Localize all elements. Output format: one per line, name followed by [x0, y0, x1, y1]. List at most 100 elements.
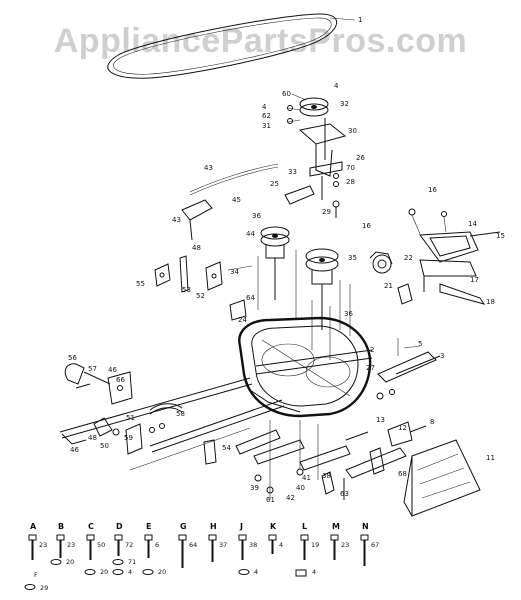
- hw-extra-71: 71: [128, 558, 136, 566]
- callouts: 1 4 60 32 4 62 31 30 26 70 28 33 43 25 2…: [68, 16, 505, 504]
- hardware-letter: C: [88, 522, 94, 531]
- callout-35: 35: [348, 254, 357, 262]
- callout-41: 41: [302, 474, 311, 482]
- hardware-item-h[interactable]: H37: [208, 522, 227, 562]
- callout-40: 40: [296, 484, 305, 492]
- callout-11: 11: [486, 454, 495, 462]
- callout-14: 14: [468, 220, 477, 228]
- callout-50: 50: [100, 442, 109, 450]
- idler-pulley[interactable]: [299, 97, 329, 117]
- spindle-pulley-right[interactable]: [305, 248, 339, 330]
- hw-extra-4b: 4: [254, 568, 258, 576]
- hardware-item-g[interactable]: G64: [178, 522, 197, 568]
- bracket-55[interactable]: [154, 263, 171, 287]
- hardware-item-n[interactable]: N67: [360, 522, 379, 566]
- bolt-head: [360, 534, 369, 541]
- hardware-number: 4: [279, 541, 283, 549]
- hw-extra-F: F: [34, 571, 38, 579]
- callout-3: 3: [440, 352, 444, 360]
- hw-extra-20c: 20: [158, 568, 166, 576]
- hardware-item-j[interactable]: J 38: [238, 522, 257, 560]
- tensioner-pulley[interactable]: [369, 251, 393, 274]
- callout-53: 53: [182, 286, 191, 294]
- link-56[interactable]: [64, 363, 85, 385]
- idler-bracket[interactable]: [298, 118, 347, 177]
- drive-belt[interactable]: [107, 13, 338, 79]
- hw-extra-29: 29: [40, 584, 48, 592]
- callout-33: 33: [288, 168, 297, 176]
- callout-4b: 4: [262, 103, 267, 111]
- callout-1: 1: [358, 16, 362, 24]
- hardware-number: 19: [311, 541, 319, 549]
- callout-46: 46: [108, 366, 117, 374]
- hardware-letter: B: [58, 522, 64, 531]
- bolt-head: [28, 534, 37, 541]
- hardware-letter: D: [116, 522, 123, 531]
- hardware-item-m[interactable]: M 23: [330, 522, 349, 560]
- callout-17: 17: [470, 276, 479, 284]
- callout-21: 21: [384, 282, 393, 290]
- callout-59: 59: [124, 434, 133, 442]
- hardware-number: 23: [341, 541, 349, 549]
- callout-63: 63: [340, 490, 349, 498]
- callout-38: 38: [322, 472, 331, 480]
- deflector-assembly[interactable]: [419, 231, 501, 305]
- hardware-number: 37: [219, 541, 227, 549]
- callout-68: 68: [398, 470, 407, 478]
- hardware-item-d[interactable]: D 72: [114, 522, 133, 556]
- hardware-letter: E: [146, 522, 151, 531]
- callout-8: 8: [430, 418, 434, 426]
- hardware-number: 6: [155, 541, 159, 549]
- hw-extra-20b: 20: [100, 568, 108, 576]
- callout-56: 56: [68, 354, 77, 362]
- callout-54: 54: [222, 444, 231, 452]
- bolt-head: [268, 534, 277, 541]
- mower-deck-housing[interactable]: [238, 316, 372, 418]
- hardware-letter: M: [332, 522, 340, 531]
- hw-extra-20a: 20: [66, 558, 74, 566]
- bracket-66[interactable]: [107, 371, 133, 405]
- bolt-head: [300, 534, 309, 541]
- bracket-52[interactable]: [205, 261, 223, 291]
- bracket-53[interactable]: [179, 255, 189, 293]
- callout-70: 70: [346, 164, 355, 172]
- callout-43: 43: [204, 164, 213, 172]
- bolt-head: [208, 534, 217, 541]
- hw-extra-4a: 4: [128, 568, 132, 576]
- callout-61: 61: [266, 496, 275, 504]
- callout-48b: 48: [88, 434, 97, 442]
- callout-48: 48: [192, 244, 201, 252]
- bolt-head: [238, 534, 247, 541]
- hardware-item-k[interactable]: K4: [268, 522, 283, 554]
- callout-60: 60: [282, 90, 291, 98]
- callout-2: 2: [370, 346, 374, 354]
- hardware-number: 23: [67, 541, 75, 549]
- hardware-item-e[interactable]: E6: [144, 522, 159, 558]
- hardware-item-c[interactable]: C50: [86, 522, 105, 560]
- callout-58: 58: [176, 410, 185, 418]
- hardware-item-b[interactable]: B 23: [56, 522, 75, 558]
- callout-62: 62: [262, 112, 271, 120]
- callout-57: 57: [88, 365, 97, 373]
- callout-28: 28: [346, 178, 355, 186]
- bolt-head: [56, 534, 65, 541]
- callout-36b: 36: [344, 310, 353, 318]
- callout-66: 66: [116, 376, 125, 384]
- lift-bar[interactable]: [377, 351, 441, 383]
- hardware-number: 67: [371, 541, 379, 549]
- callout-43b: 43: [172, 216, 181, 224]
- spindle-pulley-left[interactable]: [260, 226, 290, 300]
- callout-34: 34: [230, 268, 239, 276]
- bolt-head: [330, 534, 339, 541]
- hw-extra-4c: 4: [312, 568, 316, 576]
- callout-30: 30: [348, 127, 357, 135]
- hardware-number: 38: [249, 541, 257, 549]
- callout-42: 42: [286, 494, 295, 502]
- hardware-number: 72: [125, 541, 133, 549]
- discharge-chute[interactable]: [403, 439, 481, 517]
- callout-45: 45: [232, 196, 241, 204]
- hardware-item-l[interactable]: L19: [300, 522, 319, 560]
- hardware-item-a[interactable]: A23: [28, 522, 47, 560]
- hardware-letter: J: [239, 522, 243, 531]
